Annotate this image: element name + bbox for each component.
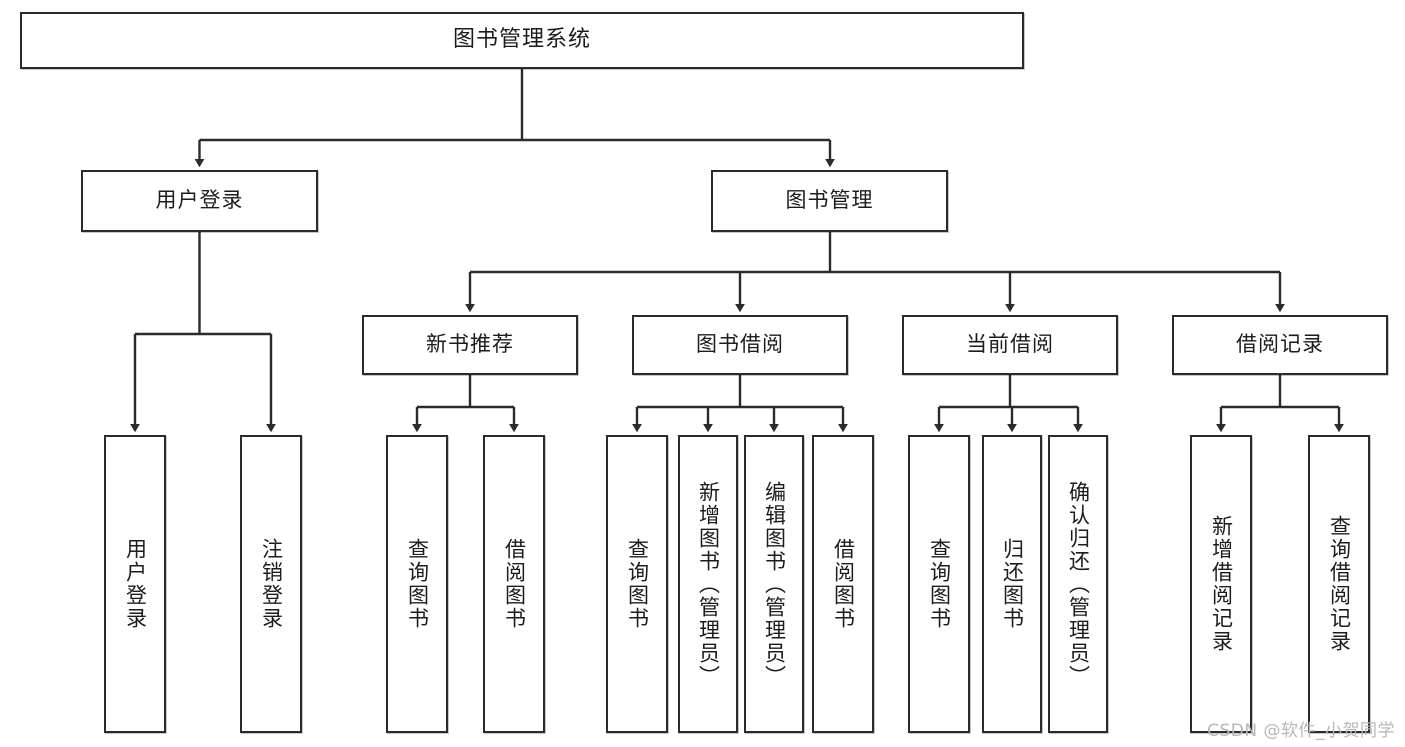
node-current-borrow[interactable]: 当前借阅 [902, 315, 1118, 375]
node-leaf-query-books-b-label: 查询图书 [625, 538, 650, 630]
node-leaf-query-books-c[interactable]: 查询图书 [908, 435, 970, 733]
node-book-borrow-label: 图书借阅 [696, 332, 784, 357]
csdn-watermark: CSDN @软件_小贺同学 [1207, 721, 1395, 741]
node-leaf-query-books-a-label: 查询图书 [405, 538, 430, 630]
node-borrow-record-label: 借阅记录 [1236, 332, 1324, 357]
node-borrow-record[interactable]: 借阅记录 [1172, 315, 1388, 375]
node-leaf-add-borrow-record-label: 新增借阅记录 [1209, 515, 1234, 653]
node-leaf-edit-book-admin[interactable]: 编辑图书（管理员） [744, 435, 804, 733]
node-leaf-user-login[interactable]: 用户登录 [104, 435, 166, 733]
node-leaf-borrow-books-a[interactable]: 借阅图书 [483, 435, 545, 733]
node-root-label: 图书管理系统 [452, 27, 591, 53]
node-leaf-logout-login[interactable]: 注销登录 [240, 435, 302, 733]
node-book-management[interactable]: 图书管理 [711, 170, 948, 232]
node-leaf-logout-login-label: 注销登录 [259, 538, 284, 630]
node-leaf-query-borrow-record[interactable]: 查询借阅记录 [1308, 435, 1370, 733]
node-leaf-add-book-admin-label: 新增图书（管理员） [696, 480, 721, 688]
node-leaf-confirm-return-admin-label: 确认归还（管理员） [1066, 480, 1091, 688]
node-leaf-query-books-a[interactable]: 查询图书 [386, 435, 448, 733]
node-new-book-recommend[interactable]: 新书推荐 [362, 315, 578, 375]
node-leaf-return-books[interactable]: 归还图书 [982, 435, 1042, 733]
node-leaf-borrow-books-a-label: 借阅图书 [502, 538, 527, 630]
node-leaf-query-books-c-label: 查询图书 [927, 538, 952, 630]
node-leaf-return-books-label: 归还图书 [1000, 538, 1025, 630]
node-leaf-add-book-admin[interactable]: 新增图书（管理员） [678, 435, 738, 733]
node-root-system[interactable]: 图书管理系统 [20, 12, 1024, 69]
node-leaf-borrow-books-b[interactable]: 借阅图书 [812, 435, 874, 733]
node-leaf-add-borrow-record[interactable]: 新增借阅记录 [1190, 435, 1252, 733]
node-leaf-query-borrow-record-label: 查询借阅记录 [1327, 515, 1352, 653]
node-leaf-query-books-b[interactable]: 查询图书 [606, 435, 668, 733]
node-leaf-borrow-books-b-label: 借阅图书 [831, 538, 856, 630]
node-current-borrow-label: 当前借阅 [966, 332, 1054, 357]
node-user-login[interactable]: 用户登录 [81, 170, 318, 232]
node-leaf-edit-book-admin-label: 编辑图书（管理员） [762, 480, 787, 688]
node-user-login-label: 用户登录 [155, 188, 244, 213]
node-book-management-label: 图书管理 [785, 188, 874, 213]
node-book-borrow[interactable]: 图书借阅 [632, 315, 848, 375]
node-leaf-user-login-label: 用户登录 [123, 538, 148, 630]
node-new-book-recommend-label: 新书推荐 [426, 332, 514, 357]
node-leaf-confirm-return-admin[interactable]: 确认归还（管理员） [1048, 435, 1108, 733]
